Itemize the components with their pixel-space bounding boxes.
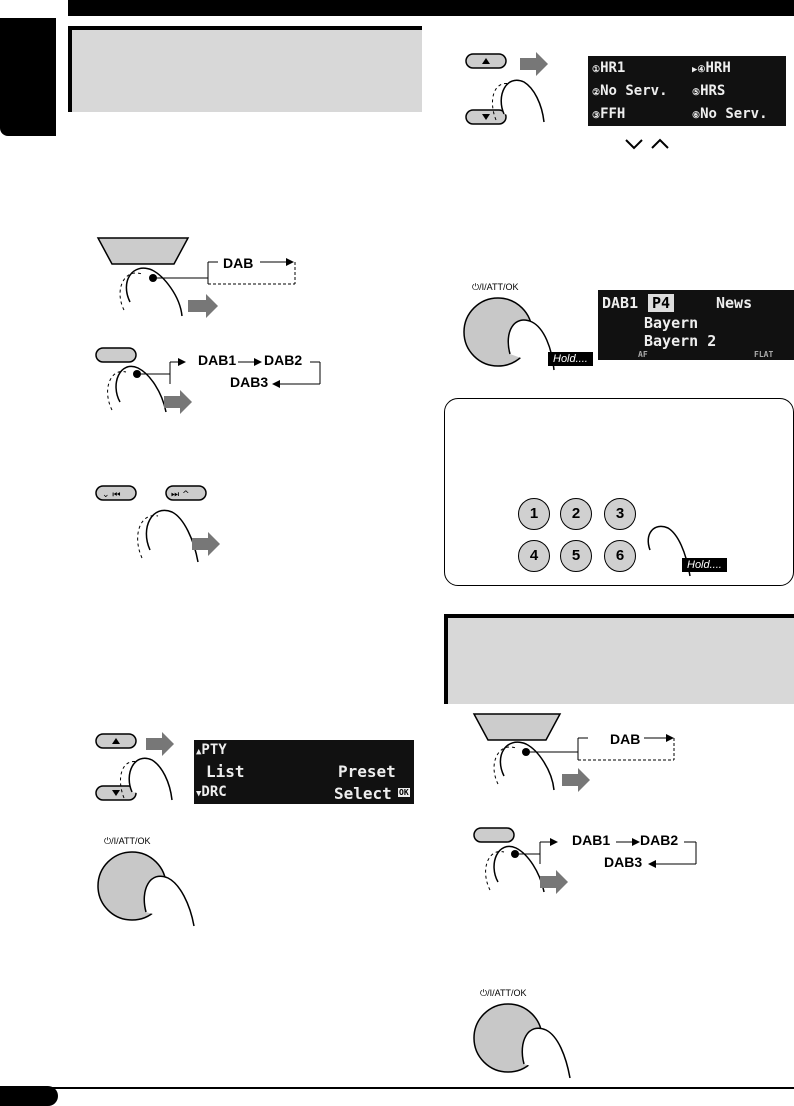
store-af: AF — [638, 350, 648, 359]
band-label-dab2-2: DAB2 — [640, 832, 679, 848]
source-button-illustration-2 — [472, 713, 675, 792]
number-button-5[interactable]: 5 — [560, 540, 592, 572]
section-header-left — [68, 26, 422, 112]
menu-drc: DRC — [201, 784, 227, 800]
menu-list: List — [206, 762, 245, 781]
power-ok-button-right-1[interactable] — [460, 292, 600, 376]
hold-label-2: Hold.... — [682, 558, 727, 572]
preset-1: HR1 — [600, 60, 626, 76]
number-button-2[interactable]: 2 — [560, 498, 592, 530]
top-bar — [68, 0, 794, 16]
menu-select: Select — [334, 784, 392, 803]
band-button-illustration-1 — [95, 347, 321, 414]
number-button-1[interactable]: 1 — [518, 498, 550, 530]
menu-pty: PTY — [201, 742, 227, 758]
menu-ok: OK — [398, 788, 410, 797]
band-label-dab1-1: DAB1 — [198, 352, 237, 368]
prev-icon: ⌄ ⏮ — [102, 490, 121, 500]
source-dab-label-2: DAB — [610, 731, 641, 747]
chevron-down-up-icon — [625, 138, 669, 150]
power-button-label-left: ⏻/I/ATT/OK — [104, 836, 151, 846]
store-preset: P4 — [648, 294, 675, 312]
preset-6: No Serv. — [700, 106, 768, 122]
power-button-label-right-2: ⏻/I/ATT/OK — [480, 988, 527, 998]
number-button-6[interactable]: 6 — [604, 540, 636, 572]
source-button-illustration-1 — [96, 237, 296, 318]
bottom-rule — [0, 1087, 794, 1089]
store-line2: Bayern — [644, 314, 699, 332]
page-number-tab — [0, 1086, 58, 1106]
up-down-buttons-illustration-2 — [465, 52, 548, 125]
menu-preset: Preset — [338, 762, 396, 781]
preset-3: FFH — [600, 106, 626, 122]
band-label-dab3-1: DAB3 — [230, 374, 269, 390]
band-label-dab3-2: DAB3 — [604, 854, 643, 870]
menu-display: ▲PTY List ▼DRC Preset Select OK — [194, 740, 414, 804]
number-button-3[interactable]: 3 — [604, 498, 636, 530]
store-band: DAB1 — [602, 294, 639, 312]
store-service: News — [716, 294, 753, 312]
store-line3: Bayern 2 — [644, 332, 717, 350]
preset-2: No Serv. — [600, 83, 668, 99]
preset-5: HRS — [700, 83, 726, 99]
power-ok-button-left[interactable] — [94, 846, 214, 930]
up-down-buttons-illustration-1 — [95, 732, 174, 801]
section-header-right — [444, 614, 794, 704]
store-flat: FLAT — [754, 350, 774, 359]
band-label-dab2-1: DAB2 — [264, 352, 303, 368]
band-label-dab1-2: DAB1 — [572, 832, 611, 848]
finger-illustration — [647, 525, 691, 577]
skip-buttons-illustration: ⌄ ⏮ ⏭ ^ — [95, 485, 220, 563]
band-button-illustration-2 — [473, 827, 697, 894]
source-dab-label-1: DAB — [223, 255, 254, 271]
preset-list-display: ①HR1 ▶④HRH ②No Serv. ⑤HRS ③FFH ⑥No Serv. — [588, 56, 786, 126]
number-button-4[interactable]: 4 — [518, 540, 550, 572]
next-icon: ⏭ ^ — [171, 490, 190, 500]
power-button-label-right-1: ⏻/I/ATT/OK — [472, 282, 519, 292]
side-language-tab — [0, 18, 56, 136]
hold-label-1: Hold.... — [548, 352, 593, 366]
power-ok-button-right-2[interactable] — [470, 998, 590, 1082]
preset-4: HRH — [705, 60, 731, 76]
preset-store-display: DAB1 P4 News Bayern Bayern 2 AF FLAT — [598, 290, 794, 360]
